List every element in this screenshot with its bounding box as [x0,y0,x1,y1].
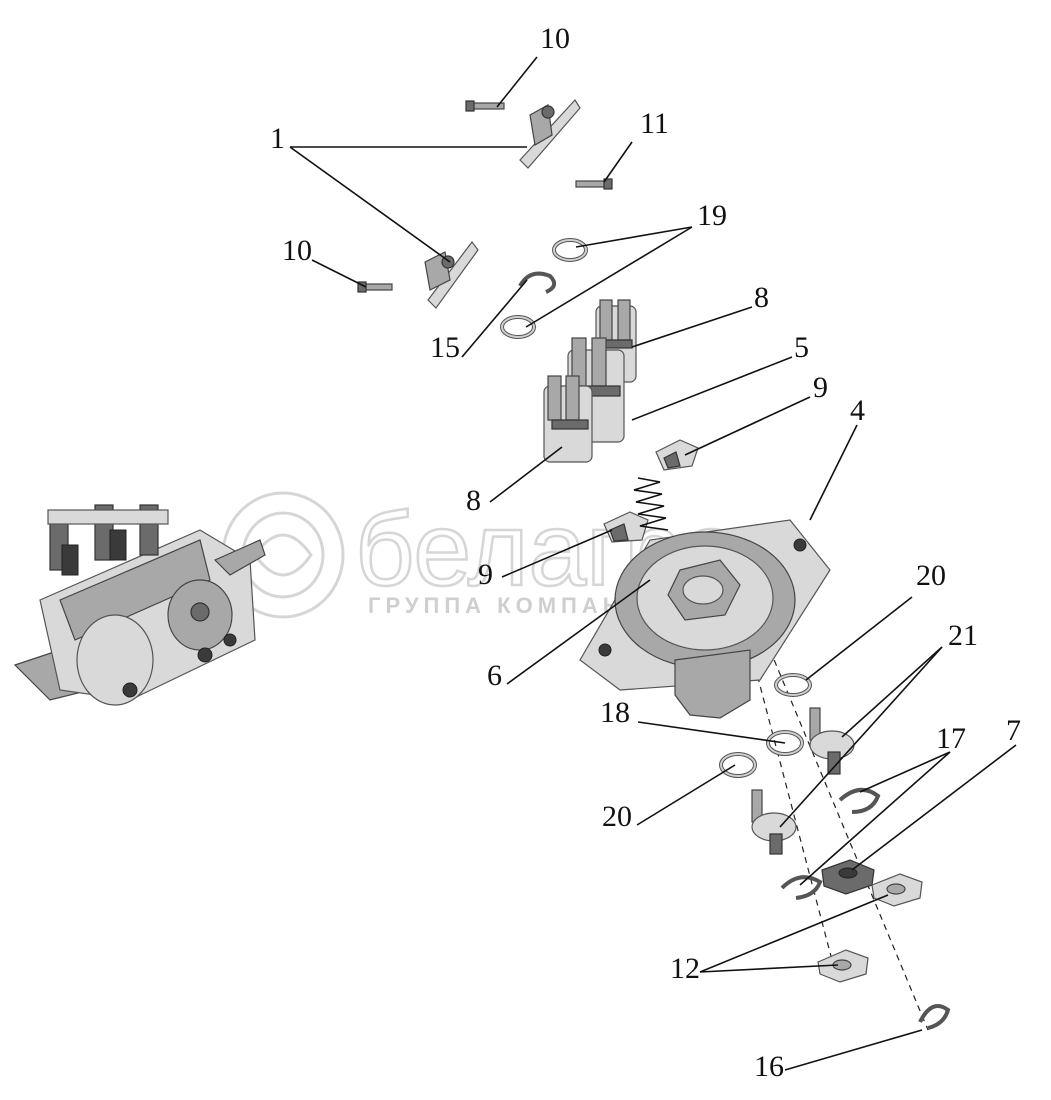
bracket-upper [519,99,581,169]
spring-6 [633,477,669,531]
callout-10-lower: 10 [282,234,312,267]
callout-7: 7 [1006,714,1021,747]
callout-9-upper: 9 [813,371,828,404]
callout-8-upper: 8 [754,281,769,314]
callout-17: 17 [936,722,966,755]
callout-19: 19 [697,199,727,232]
washer-18 [766,730,804,756]
block-9-lower [603,511,649,543]
callout-4: 4 [850,394,865,427]
bracket-lower [424,241,479,309]
assembled-housing [13,504,266,706]
callout-18: 18 [600,696,630,729]
retaining-ring-17-lower [780,875,823,900]
callout-20-upper: 20 [916,559,946,592]
callout-12: 12 [670,952,700,985]
callout-16: 16 [754,1050,784,1083]
nut-7 [821,859,875,895]
washer-20-upper [774,673,812,697]
block-9-upper [655,439,699,471]
callouts: 10 1 11 19 10 8 15 5 9 4 8 9 20 21 6 18 … [270,22,1021,1083]
callout-1: 1 [270,122,285,155]
retaining-ring-17-upper [838,788,881,814]
ring-15 [518,271,557,294]
callout-5: 5 [794,331,809,364]
washer-20-lower [719,752,757,778]
washer-19-lower [500,315,536,339]
flange-housing-4 [579,519,831,719]
callout-9-lower: 9 [478,558,493,591]
lock-washer-12-upper [871,873,923,907]
lock-washer-12-lower [817,949,869,983]
pin-21-lower [751,789,797,855]
leader-lines [289,56,1017,1071]
callout-8-lower: 8 [466,484,481,517]
callout-21: 21 [948,619,978,652]
washer-19-upper [552,238,588,262]
pusher-8-lower [543,375,593,463]
ring-16 [918,1004,951,1030]
callout-10-upper: 10 [540,22,570,55]
callout-15: 15 [430,331,460,364]
pin-21-upper [809,707,855,775]
assembly-axes [751,649,929,1031]
screw-11 [575,178,613,190]
callout-6: 6 [487,659,502,692]
screw-10-lower [357,281,393,293]
callout-20-lower: 20 [602,800,632,833]
callout-11: 11 [640,107,669,140]
screw-10-upper [465,100,505,112]
